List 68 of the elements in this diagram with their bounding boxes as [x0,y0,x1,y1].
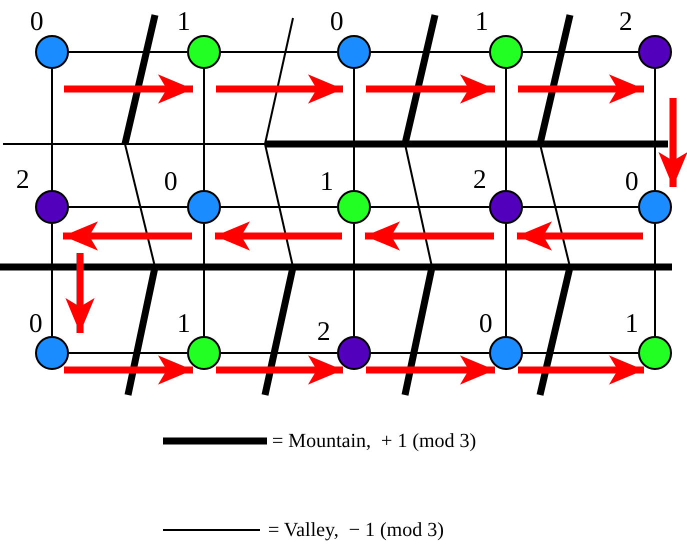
grid-line [654,224,656,336]
arrow [366,355,495,385]
arrow [518,355,644,385]
legend-text: = Valley, − 1 (mod 3) [268,520,444,540]
arrow [517,221,643,251]
arrow [518,74,644,104]
grid-line [523,206,638,208]
node-number: 2 [473,166,486,193]
circle-node [489,190,523,224]
node-number: 1 [320,168,334,195]
grid-line [51,69,53,190]
circle-node [35,190,69,224]
arrow [216,74,343,104]
grid-line [353,224,355,336]
grid-line [523,352,638,354]
node-number: 0 [479,310,492,337]
circle-node [638,35,672,69]
grid-line [221,51,337,53]
circle-node [35,35,69,69]
grid-line [221,352,337,354]
node-number: 2 [619,8,632,35]
circle-node [489,35,523,69]
arrow [215,221,342,251]
arrow [366,74,495,104]
node-number: 0 [30,8,44,35]
grid-line [371,206,489,208]
arrow [64,355,193,385]
grid-line [505,224,507,336]
arrow [365,221,494,251]
circle-node [638,336,672,370]
node-number: 1 [625,310,638,337]
grid-line [69,51,187,53]
node-number: 1 [177,310,190,337]
node-number: 0 [164,168,178,195]
legend-text: = Mountain, + 1 (mod 3) [272,431,476,451]
node-number: 0 [625,168,638,195]
node-number: 0 [330,8,344,35]
grid-line [221,206,337,208]
circle-node [35,336,69,370]
grid-line [51,224,53,336]
grid-line [523,51,638,53]
circle-node [638,190,672,224]
grid-line [371,51,489,53]
node-number: 2 [16,166,30,193]
circle-node [337,190,371,224]
circle-node [337,35,371,69]
grid-line [203,69,205,190]
grid-line [505,69,507,190]
arrow [65,253,95,333]
node-number: 1 [475,8,488,35]
arrow [64,74,193,104]
grid-line [69,352,187,354]
node-number: 2 [317,318,330,345]
arrow [63,221,192,251]
circle-node [337,336,371,370]
grid-line [69,206,187,208]
grid-line [203,224,205,336]
node-number: 1 [177,8,190,35]
circle-node [187,35,221,69]
arrow [658,98,687,187]
grid-line [371,352,489,354]
circle-node [187,336,221,370]
grid-line [654,69,656,190]
node-number: 0 [29,310,42,337]
circle-node [489,336,523,370]
arrow [216,355,343,385]
circle-node [187,190,221,224]
grid-line [353,69,355,190]
